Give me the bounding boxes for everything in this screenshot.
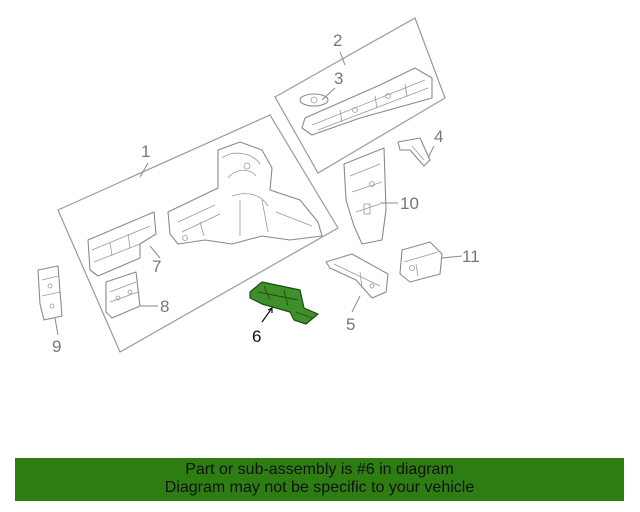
wheelhouse-part-1[interactable] (167, 141, 323, 245)
mount-part-11[interactable] (399, 241, 443, 283)
callout-6[interactable]: 6 (252, 327, 261, 346)
assembly-panel-1 (57, 114, 339, 353)
callout-8[interactable]: 8 (160, 297, 169, 316)
upper-rail-part[interactable] (301, 67, 433, 136)
callout-11[interactable]: 11 (462, 247, 480, 266)
parts-diagram: 1 2 3 4 5 6 7 8 9 10 11 (37, 17, 480, 356)
callout-2[interactable]: 2 (333, 31, 342, 50)
bracket-part-3[interactable] (299, 93, 329, 107)
side-rail-part-7[interactable] (87, 211, 157, 277)
crossmember-part-5[interactable] (325, 253, 389, 299)
callout-9[interactable]: 9 (52, 337, 61, 356)
callout-5[interactable]: 5 (346, 315, 355, 334)
callout-1[interactable]: 1 (141, 142, 150, 161)
banner-line-2: Diagram may not be specific to your vehi… (164, 479, 475, 496)
assembly-panel-2 (274, 17, 446, 174)
bracket-part-9[interactable] (37, 265, 63, 321)
callout-10[interactable]: 10 (400, 194, 419, 213)
info-banner: Part or sub-assembly is #6 in diagram Di… (15, 458, 624, 501)
bracket-part-4[interactable] (397, 137, 431, 167)
rail-extension-part-6[interactable] (249, 281, 319, 325)
banner-line-1: Part or sub-assembly is #6 in diagram (185, 461, 454, 478)
callout-4[interactable]: 4 (434, 127, 443, 146)
reinforcement-part-10[interactable] (343, 147, 387, 245)
callout-7[interactable]: 7 (152, 257, 161, 276)
plate-part-8[interactable] (105, 271, 141, 319)
callout-3[interactable]: 3 (334, 69, 343, 88)
